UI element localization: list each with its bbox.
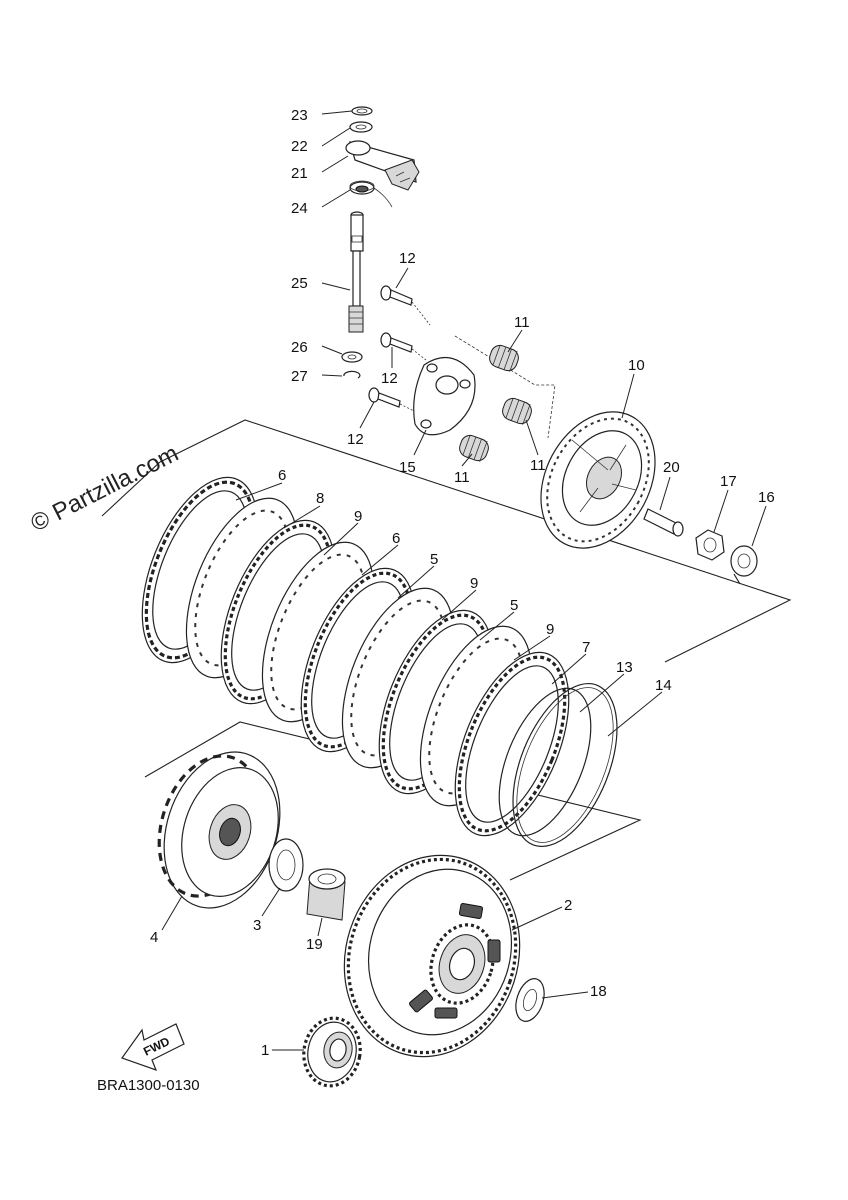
callout-7: 7 [582,639,590,656]
thrust-washer-18 [515,978,545,1022]
frame-leader [101,461,161,517]
callout-9-c: 9 [546,621,554,638]
callout-20: 20 [663,459,680,476]
push-rod-20 [643,508,684,537]
washer-22 [349,121,373,133]
clutch-spring-11-c [459,434,489,462]
callout-22: 22 [291,138,308,155]
friction-plate-7 [454,651,570,837]
callout-25: 25 [291,275,308,292]
callout-17: 17 [720,473,737,490]
callout-10: 10 [628,357,645,374]
bolt-12-middle [380,332,413,353]
bolt-12-lower [368,387,401,408]
callout-24: 24 [291,200,308,217]
primary-drive-gear-1 [302,1016,362,1088]
pressure-plate-10 [540,411,656,549]
bolt-guide-lines [399,301,431,415]
callout-26: 26 [291,339,308,356]
push-lever-21 [345,140,420,191]
callout-3: 3 [253,917,261,934]
callout-11-lower: 11 [454,469,470,486]
fwd-arrow: FWD [121,1023,185,1072]
callout-15: 15 [399,459,416,476]
callout-27: 27 [291,368,308,385]
cushion-spring-13 [498,687,592,837]
callout-13: 13 [616,659,633,676]
diagram-code: BRA1300-0130 [97,1077,200,1094]
callout-14: 14 [655,677,672,694]
callout-6-b: 6 [392,530,400,547]
callout-8: 8 [316,490,324,507]
thrust-washer-3 [268,838,304,892]
callout-labels: 23 22 21 24 25 26 27 12 12 12 11 11 11 1… [150,107,775,1059]
callout-16: 16 [758,489,775,506]
callout-5-b: 5 [510,597,518,614]
callout-12-middle: 12 [381,370,398,387]
bolt-12-upper [380,285,413,306]
callout-18: 18 [590,983,607,1000]
callout-2: 2 [564,897,572,914]
plate-stack-frame [159,419,792,663]
circlip-23 [351,106,373,116]
clutch-boss-4 [157,751,281,909]
callout-21: 21 [291,165,308,182]
callout-9-a: 9 [354,508,362,525]
clutch-housing-2 [343,854,521,1058]
callout-4: 4 [150,929,158,946]
clutch-spring-11-a [489,344,519,372]
washer-26 [341,351,363,363]
callout-12-upper: 12 [399,250,416,267]
watermark: © Partzilla.com [26,440,182,537]
clutch-spring-11-b [502,397,532,425]
callout-1: 1 [261,1042,269,1059]
lock-washer-16 [730,545,758,585]
spacer-19 [306,868,346,921]
spring-24 [349,180,393,208]
callout-9-b: 9 [470,575,478,592]
callout-6-a: 6 [278,467,286,484]
callout-12-lower: 12 [347,431,364,448]
circlip-27 [343,370,361,379]
retainer-plate-15 [413,356,476,436]
callout-11-middle: 11 [530,457,546,474]
seat-plate-14 [512,682,618,848]
callout-leaders [161,110,767,1051]
callout-11-upper: 11 [514,314,530,331]
callout-5-a: 5 [430,551,438,568]
nut-17 [695,529,725,561]
push-lever-shaft-25 [348,211,364,333]
callout-19: 19 [306,936,323,953]
callout-23: 23 [291,107,308,124]
